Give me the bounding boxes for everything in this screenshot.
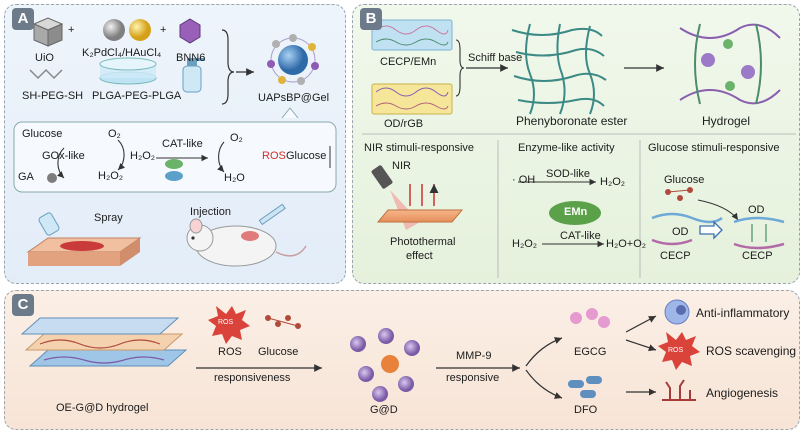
nir-title: NIR stimuli-responsive xyxy=(364,142,475,154)
phenyboronate-ester-label: Phenyboronate ester xyxy=(516,114,628,128)
uio-cube-icon xyxy=(32,17,64,47)
uapsbp-particle-icon xyxy=(267,34,319,85)
h2o2-b-label: H₂O₂ xyxy=(98,170,124,182)
glucose-right-label: Glucose xyxy=(286,150,327,162)
glucose-b-label: Glucose xyxy=(664,174,705,186)
sh-peg-sh-label: SH-PEG-SH xyxy=(22,90,84,102)
photothermal-label: Photothermal xyxy=(390,236,456,248)
nir-label: NIR xyxy=(392,160,411,172)
plus-sign-1: + xyxy=(68,24,75,36)
dfo-label: DFO xyxy=(574,404,598,416)
ros-scavenging-label: ROS scavenging xyxy=(706,344,797,358)
ros-label: ROS xyxy=(262,150,286,162)
responsive-label: responsive xyxy=(446,372,500,384)
products-label: H₂O+O₂ xyxy=(606,238,647,250)
glucose-stimuli-title: Glucose stimuli-responsive xyxy=(648,142,780,154)
cat-enzyme-icon-2 xyxy=(165,171,183,181)
blood-vessel-icon xyxy=(662,379,696,401)
uio-label: UiO xyxy=(35,52,54,64)
ros-c-label: ROS xyxy=(218,346,242,358)
cecp-emn-sheet-icon xyxy=(371,19,453,51)
macrophage-icon xyxy=(664,299,690,325)
product-label: UAPsBP@Gel xyxy=(258,92,330,104)
nir-laser-icon xyxy=(371,165,464,230)
mouse-injection-icon xyxy=(186,203,307,267)
cecp-right-label: CECP xyxy=(742,250,773,262)
cat-like-label: CAT-like xyxy=(162,138,203,150)
ros-icon2-label: ROS xyxy=(668,347,684,354)
od-left-label: OD xyxy=(672,226,689,238)
transform-arrow-icon xyxy=(699,220,723,240)
hydrogel-network-icon xyxy=(679,23,781,105)
od-right-label: OD xyxy=(748,204,765,216)
pd-sphere-icon xyxy=(103,19,125,41)
schiff-base-label: Schiff base xyxy=(468,52,523,64)
emn-label: EMn xyxy=(564,206,588,218)
bracket-icon xyxy=(221,29,235,105)
glucose-molecule-icon xyxy=(665,187,693,201)
responsiveness-label: responsiveness xyxy=(214,372,291,384)
panel-a-letter: A xyxy=(12,8,34,30)
plus-sign-2: + xyxy=(160,24,167,36)
phenyboronate-network-icon xyxy=(511,23,607,115)
od-rgb-label: OD/rGB xyxy=(384,118,424,130)
sod-like-label: SOD-like xyxy=(546,168,591,180)
cat-like-b-label: CAT-like xyxy=(560,230,601,242)
h2o-label: H₂O xyxy=(224,172,245,184)
cat-enzyme-icon xyxy=(165,159,183,169)
mmp9-label: MMP-9 xyxy=(456,350,492,362)
injection-label: Injection xyxy=(190,206,231,218)
peg-chain-icon xyxy=(29,68,63,80)
egcg-vesicles-icon xyxy=(570,308,610,328)
gox-like-label: GOx-like xyxy=(42,150,85,162)
au-sphere-icon xyxy=(129,19,151,41)
glucose-c-label: Glucose xyxy=(258,346,299,358)
reaction-box xyxy=(13,121,337,193)
k2pdcl4-haucl4-label: K₂PdCl₄/HAuCl₄ xyxy=(82,47,162,59)
cecp-emn-label: CECP/EMn xyxy=(380,56,437,68)
ros-icon-label: ROS xyxy=(218,319,234,326)
hydrogel-label: Hydrogel xyxy=(702,114,751,128)
layered-hydrogel-icon xyxy=(20,317,188,367)
anti-inflammatory-label: Anti-inflammatory xyxy=(696,306,790,320)
h2o2-bottom-label: H₂O₂ xyxy=(512,238,538,250)
glucose-left-label: Glucose xyxy=(22,128,63,140)
cecp-left-label: CECP xyxy=(660,250,691,262)
ga-sphere-icon xyxy=(47,173,57,183)
plga-dish-icon xyxy=(99,57,157,85)
gd-label: G@D xyxy=(370,404,398,416)
angiogenesis-label: Angiogenesis xyxy=(706,386,779,400)
o2-left-label: O₂ xyxy=(108,128,121,140)
enzyme-title: Enzyme-like activity xyxy=(518,142,615,154)
glucose-chain-icon xyxy=(265,315,301,329)
effect-label: effect xyxy=(406,250,433,262)
spray-bottle-icon xyxy=(182,58,205,93)
bnn6-hexagon-icon xyxy=(179,18,201,44)
panel-c-letter: C xyxy=(12,294,34,316)
h2o2-a-label: H₂O₂ xyxy=(130,150,156,162)
h2o2-top-label: H₂O₂ xyxy=(600,176,626,188)
spray-label: Spray xyxy=(94,212,123,224)
emn-badge xyxy=(549,201,601,225)
egcg-label: EGCG xyxy=(574,346,607,358)
bnn6-label: BNN6 xyxy=(176,52,206,64)
o2-right-label: O₂ xyxy=(230,132,243,144)
panel-b-letter: B xyxy=(360,8,382,30)
oh-label: · OH xyxy=(512,174,536,186)
oe-gd-hydrogel-label: OE-G@D hydrogel xyxy=(56,402,149,414)
plga-peg-plga-label: PLGA-PEG-PLGA xyxy=(92,90,182,102)
od-rgb-sheet-icon xyxy=(371,83,453,115)
ga-label: GA xyxy=(18,171,34,183)
gd-nanoparticle-cluster-icon xyxy=(350,328,420,402)
ros-burst-icon xyxy=(208,306,250,344)
ros-burst-icon-2 xyxy=(658,332,700,370)
dfo-capsules-icon xyxy=(568,376,602,398)
skin-wound-spray-icon xyxy=(26,212,142,266)
